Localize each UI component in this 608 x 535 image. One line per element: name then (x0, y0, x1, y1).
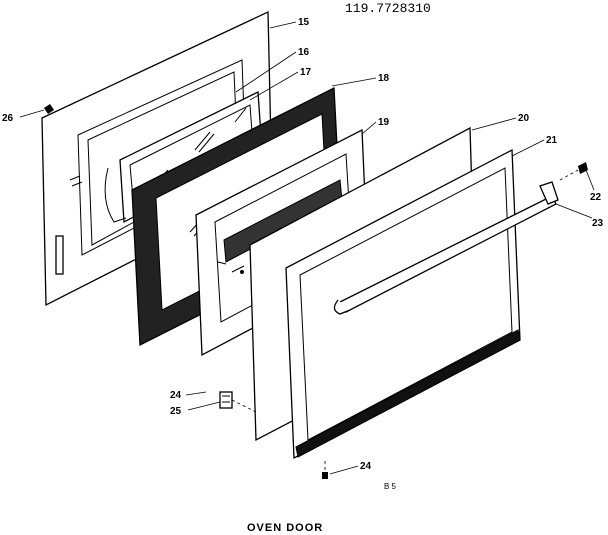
callout-24-lower: 24 (360, 461, 372, 472)
part-25-hinge-clip (219, 391, 257, 413)
callout-20: 20 (518, 113, 530, 124)
diagram-caption: OVEN DOOR (247, 522, 323, 534)
part-24-bottom-screw (322, 460, 328, 479)
page-code: B 5 (384, 482, 397, 491)
callout-26: 26 (2, 113, 14, 124)
callout-17: 17 (300, 67, 312, 78)
part-21-outer-door-frame (285, 148, 521, 460)
part-22-screw (559, 162, 588, 181)
callout-19: 19 (378, 117, 390, 128)
callout-18: 18 (378, 73, 390, 84)
callout-labels: 15 16 17 18 19 20 21 22 23 24 25 26 24 (2, 17, 604, 472)
part-26-screw (44, 104, 54, 114)
callout-21: 21 (546, 135, 558, 146)
callout-23: 23 (592, 218, 604, 229)
callout-16: 16 (298, 47, 310, 58)
callout-25: 25 (170, 406, 182, 417)
callout-15: 15 (298, 17, 310, 28)
model-number: 119.7728310 (345, 1, 431, 16)
leader-lines (19, 21, 595, 475)
callout-22: 22 (590, 192, 602, 203)
callout-24-upper: 24 (170, 390, 182, 401)
